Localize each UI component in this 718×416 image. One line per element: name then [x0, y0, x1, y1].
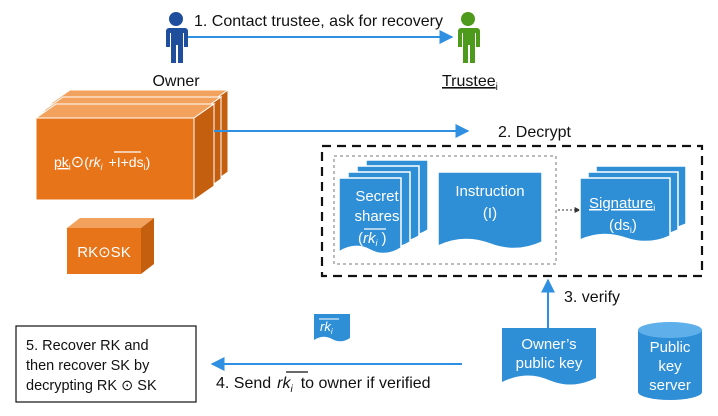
trustee-person-icon [458, 12, 480, 63]
step5-line1: 5. Recover RK and [26, 338, 149, 354]
secret-shares-line1: Secret [355, 188, 399, 205]
server-line3: server [649, 377, 691, 394]
owner-pk-line1: Owner’s [521, 336, 576, 353]
instruction-line2: (I) [483, 205, 497, 222]
server-line1: Public [650, 339, 691, 356]
instruction-line1: Instruction [455, 183, 524, 200]
owner-label: Owner [152, 73, 200, 90]
server-line2: key [658, 358, 682, 375]
signature-line1: Signaturei [589, 195, 655, 213]
signature-line2: (dsi) [609, 217, 637, 235]
step3-label: 3. verify [564, 289, 620, 306]
step5-box [15, 325, 197, 403]
secret-shares-doc-stack [338, 159, 429, 255]
pk-label: pki⊙(rki+I+dsi) [54, 154, 150, 172]
rk-sk-box [67, 218, 154, 274]
share-instruction-frame [333, 155, 557, 265]
trustee-label: Trusteei [442, 73, 498, 93]
secret-shares-line3: (rki) [358, 230, 387, 248]
step1-label: 1. Contact trustee, ask for recovery [194, 13, 443, 30]
rk-small-label: rki [320, 319, 333, 336]
owner-person-icon [166, 12, 188, 63]
encrypted-package-stack [34, 89, 230, 201]
rk-small-doc-icon [314, 314, 350, 342]
signature-doc-stack [579, 165, 687, 243]
rk-sk-label: RK⊙SK [77, 244, 130, 261]
instruction-doc-icon [437, 171, 543, 250]
step2-label: 2. Decrypt [498, 124, 571, 141]
step5-line2: then recover SK by [26, 358, 150, 374]
step5-line3: decrypting RK ⊙ SK [26, 378, 157, 394]
owner-pk-line2: public key [516, 355, 583, 372]
secret-shares-line2: shares [354, 208, 399, 225]
public-key-server-icon [638, 322, 702, 400]
owner-public-key-doc-icon [502, 328, 596, 385]
